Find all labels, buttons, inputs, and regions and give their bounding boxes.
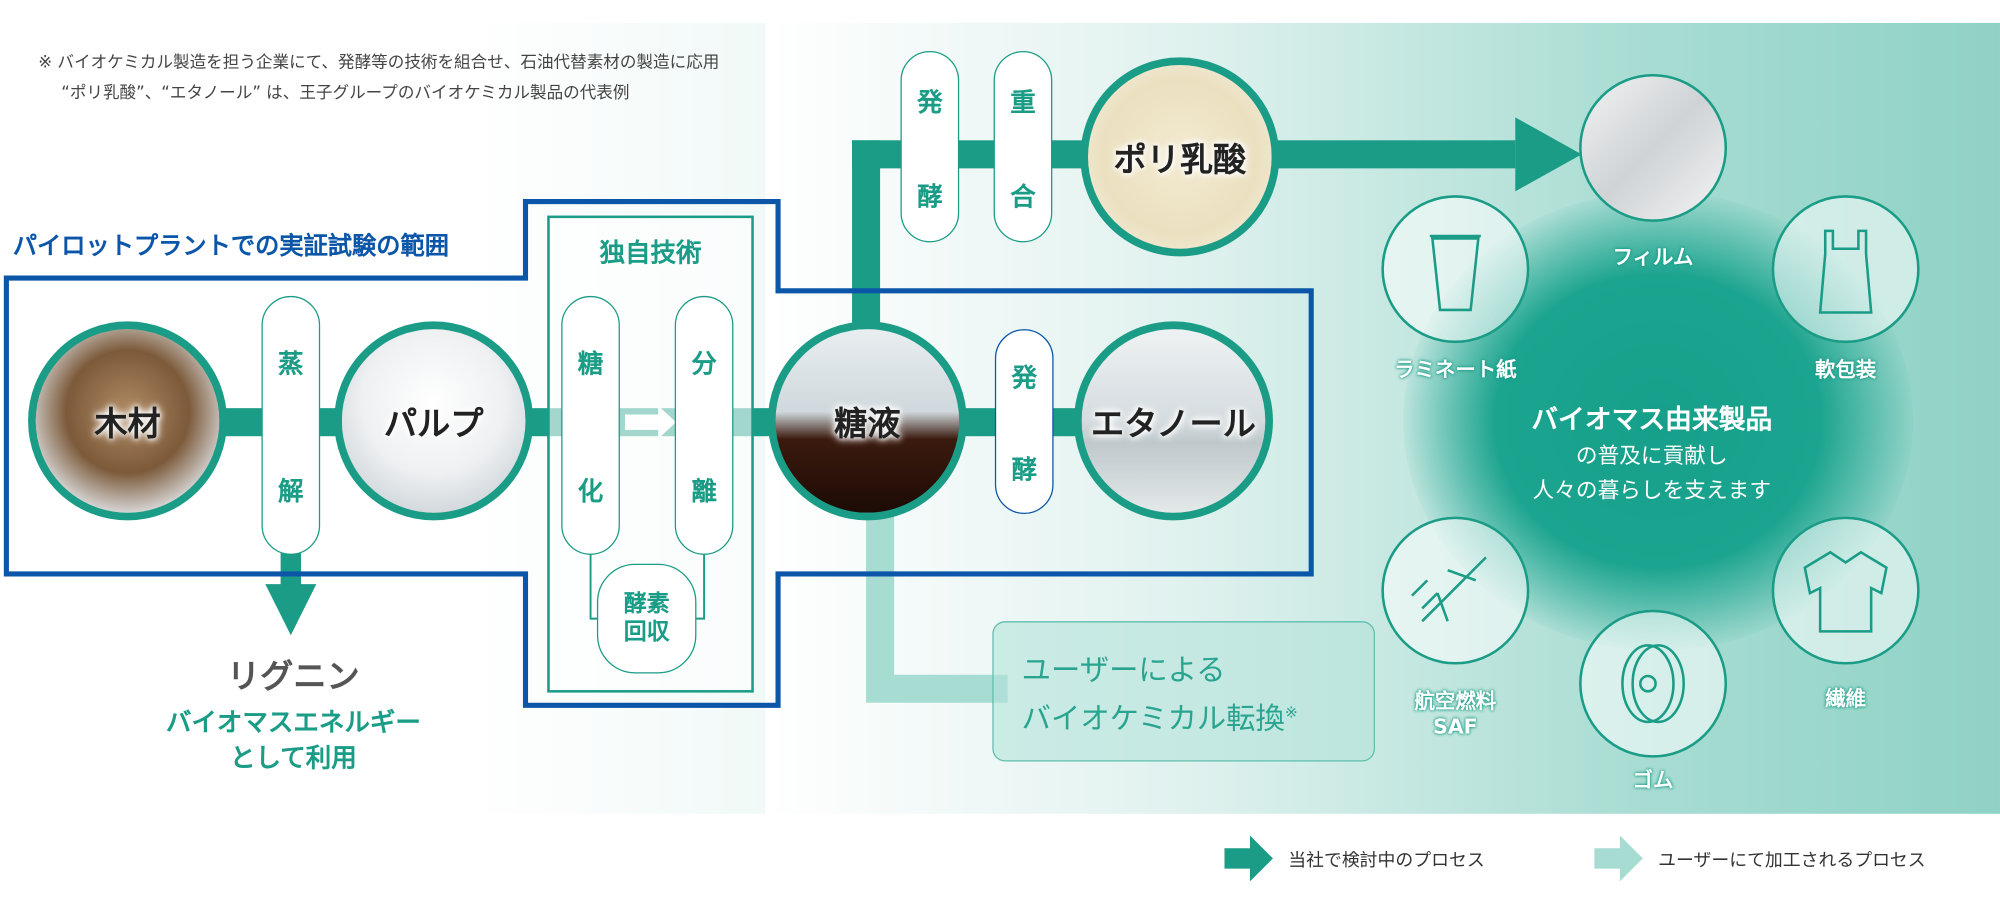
legend-company-arrow	[1224, 835, 1273, 882]
tire-icon	[1621, 644, 1685, 724]
step-enzyme-recovery-line-2: 回収	[623, 618, 670, 646]
arrow-to-film	[1515, 117, 1582, 192]
node-sugar-liquid: 糖液	[767, 321, 967, 521]
step-fermentation-pla: 発 酵	[900, 51, 960, 243]
proprietary-tech-title: 独自技術	[599, 237, 702, 268]
step-separation: 分 離	[674, 295, 734, 555]
legend-user-process: ユーザーにて加工されるプロセス	[1658, 850, 1926, 872]
product-flexible-packaging-label: 軟包装	[1815, 357, 1877, 382]
step-polymerization: 重 合	[993, 51, 1053, 243]
lignin-arrow-head	[265, 584, 317, 636]
plastic-bag-icon	[1818, 229, 1873, 314]
step-polymerization-char-2: 合	[1010, 180, 1036, 212]
product-rubber-icon	[1579, 609, 1728, 758]
step-fermentation-pla-char-2: 酵	[917, 180, 943, 212]
node-polylactic-acid-label: ポリ乳酸	[1113, 140, 1247, 180]
step-enzyme-recovery: 酵素 回収	[596, 563, 697, 674]
node-sugar-liquid-label: 糖液	[834, 404, 901, 444]
product-film-image	[1579, 73, 1728, 222]
step-cooking-char-1: 蒸	[278, 347, 304, 379]
node-wood-label: 木材	[94, 404, 161, 444]
step-saccharification-char-1: 糖	[577, 347, 604, 379]
center-message-line-2: の普及に貢献し	[1575, 443, 1728, 470]
product-fiber-icon	[1771, 516, 1920, 665]
pilot-scope-outline	[3, 198, 1314, 708]
step-polymerization-char-1: 重	[1010, 86, 1036, 117]
internal-arrow	[624, 405, 677, 439]
product-aviation-fuel-sub-label: SAF	[1433, 714, 1478, 739]
node-pulp: パルプ	[334, 321, 534, 521]
product-rubber-label: ゴム	[1632, 767, 1674, 793]
step-separation-char-1: 分	[691, 347, 717, 379]
lignin-line-1: バイオマスエネルギー	[165, 706, 421, 738]
step-fermentation-pla-char-1: 発	[917, 86, 943, 117]
step-fermentation-ethanol-char-1: 発	[1011, 362, 1037, 394]
node-ethanol-label: エタノール	[1091, 404, 1256, 444]
lignin-line-2: として利用	[229, 742, 357, 773]
step-fermentation-ethanol-char-2: 酵	[1011, 453, 1037, 485]
node-polylactic-acid: ポリ乳酸	[1080, 57, 1280, 257]
step-separation-char-2: 離	[691, 476, 717, 507]
airplane-icon	[1411, 556, 1487, 623]
product-aviation-fuel-label: 航空燃料	[1414, 688, 1497, 714]
shirt-icon	[1803, 550, 1888, 633]
node-wood: 木材	[28, 321, 228, 521]
node-pulp-label: パルプ	[383, 404, 484, 444]
user-conversion-line-2: バイオケミカル転換	[1021, 702, 1285, 736]
user-conversion-box: ユーザーによる バイオケミカル転換※	[992, 621, 1375, 762]
step-enzyme-recovery-line-1: 酵素	[623, 589, 670, 617]
product-flexible-packaging-icon	[1771, 195, 1920, 344]
node-ethanol: エタノール	[1073, 321, 1273, 521]
footnote-line-1: ※ バイオケミカル製造を担う企業にて、発酵等の技術を組合せ、石油代替素材の製造に…	[38, 53, 720, 73]
product-aviation-fuel-icon	[1381, 516, 1530, 665]
center-message-line-3: 人々の暮らしを支えます	[1532, 478, 1772, 504]
product-laminate-paper-icon	[1381, 195, 1530, 344]
cup-icon	[1429, 234, 1481, 312]
step-cooking: 蒸 解	[261, 295, 321, 555]
step-saccharification: 糖 化	[561, 295, 620, 555]
product-laminate-paper-label: ラミネート紙	[1394, 357, 1517, 382]
step-fermentation-ethanol: 発 酵	[994, 329, 1054, 515]
product-film-label: フィルム	[1612, 244, 1694, 270]
center-message-line-1: バイオマス由来製品	[1531, 404, 1773, 435]
legend-user-arrow	[1594, 835, 1643, 882]
step-cooking-char-2: 解	[278, 476, 304, 507]
pilot-scope-title: パイロットプラントでの実証試験の範囲	[12, 232, 449, 261]
legend-company-process: 当社で検討中のプロセス	[1288, 850, 1485, 872]
user-conversion-footnote-mark: ※	[1284, 703, 1298, 722]
lignin-title: リグニン	[227, 658, 360, 697]
user-process-path	[866, 510, 1008, 703]
product-fiber-label: 繊維	[1825, 686, 1867, 711]
step-saccharification-char-2: 化	[577, 476, 604, 507]
enzyme-recovery-loop	[589, 548, 706, 620]
footnote-line-2: “ポリ乳酸”、“エタノール” は、王子グループのバイオケミカル製品の代表例	[61, 84, 630, 104]
user-conversion-line-1: ユーザーによる	[1021, 654, 1226, 688]
